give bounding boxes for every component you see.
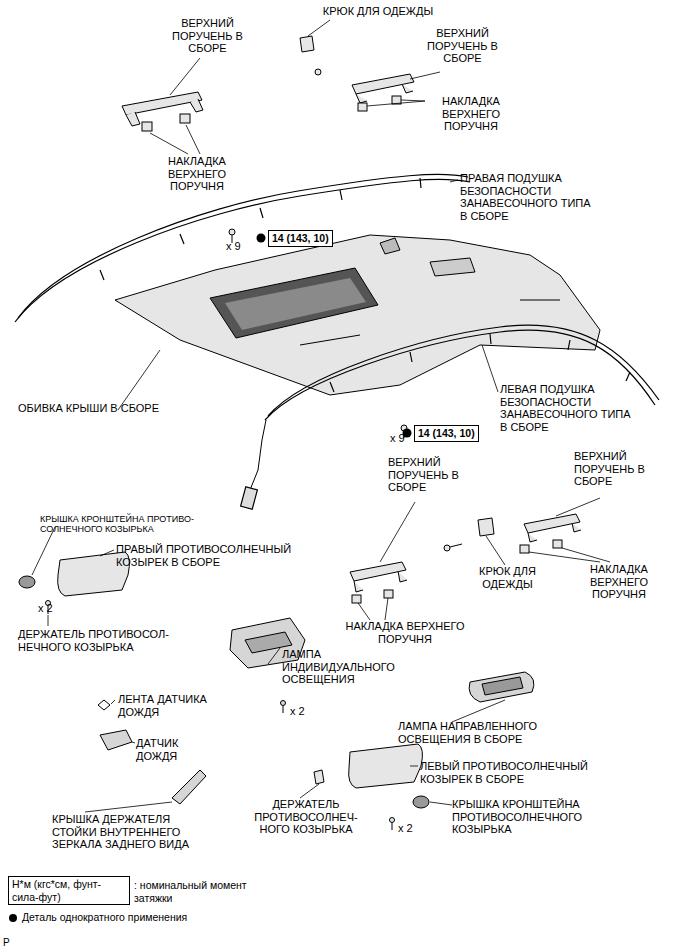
part-label: ОБИВКА КРЫШИ В СБОРЕ <box>18 402 188 415</box>
torque-box: 14 (143, 10) <box>268 230 333 247</box>
part-label: ВЕРХНИЙ ПОРУЧЕНЬ В СБОРЕ <box>574 450 669 488</box>
box-text: 14 (143, 10) <box>418 427 475 440</box>
legend-text: Деталь однократного применения <box>22 911 187 924</box>
quantity-mark: x 9 <box>390 432 405 445</box>
part-label: ВЕРХНИЙ ПОРУЧЕНЬ В СБОРЕ <box>415 27 510 65</box>
part-label: P <box>3 937 10 949</box>
quantity-mark: x 2 <box>290 705 305 718</box>
part-label: ВЕРХНИЙ ПОРУЧЕНЬ В СБОРЕ <box>160 17 255 55</box>
part-label: КРЫШКА ДЕРЖАТЕЛЯ СТОЙКИ ВНУТРЕННЕГО ЗЕРК… <box>52 813 212 851</box>
part-label: КРЫШКА КРОНШТЕЙНА ПРОТИВО- СОЛНЕЧНОГО КО… <box>40 514 220 535</box>
torque-box: 14 (143, 10) <box>414 425 479 442</box>
part-label: НАКЛАДКА ВЕРХНЕГО ПОРУЧНЯ <box>574 563 664 601</box>
part-label: НАКЛАДКА ВЕРХНЕГО ПОРУЧНЯ <box>152 155 242 193</box>
box-text: 14 (143, 10) <box>272 232 329 245</box>
part-label: КРЫШКА КРОНШТЕЙНА ПРОТИВОСОЛНЕЧНОГО КОЗЫ… <box>452 798 602 836</box>
part-label: ЛАМПА ИНДИВИДУАЛЬНОГО ОСВЕЩЕНИЯ <box>282 648 407 686</box>
part-label: ДЕРЖАТЕЛЬ ПРОТИВОСОЛ- НЕЧНОГО КОЗЫРЬКА <box>18 628 193 653</box>
part-label: ЛЕВАЯ ПОДУШКА БЕЗОПАСНОСТИ ЗАНАВЕСОЧНОГО… <box>500 383 638 434</box>
sun-visors <box>19 552 429 830</box>
legend-text: : номинальный момент затяжки <box>134 879 249 904</box>
single-use-dots <box>9 234 412 923</box>
curtain-airbags <box>15 174 659 509</box>
part-label: ЛЕВЫЙ ПРОТИВОСОЛНЕЧНЫЙ КОЗЫРЕК В СБОРЕ <box>420 760 610 785</box>
box-text: Н*м (кгс*см, фунт-сила-фут) <box>12 878 126 903</box>
quantity-mark: x 2 <box>398 822 413 835</box>
quantity-mark: x 9 <box>226 240 241 253</box>
part-label: КРЮК ДЛЯ ОДЕЖДЫ <box>470 565 545 590</box>
part-label: ДАТЧИК ДОЖДЯ <box>136 737 201 762</box>
part-label: ДЕРЖАТЕЛЬ ПРОТИВОСОЛНЕЧ- НОГО КОЗЫРЬКА <box>252 798 360 836</box>
part-label: ЛАМПА НАПРАВЛЕННОГО ОСВЕЩЕНИЯ В СБОРЕ <box>398 720 558 745</box>
part-label: ПРАВАЯ ПОДУШКА БЕЗОПАСНОСТИ ЗАНАВЕСОЧНОГ… <box>460 172 598 223</box>
headliner <box>115 235 600 395</box>
part-label: НАКЛАДКА ВЕРХНЕГО ПОРУЧНЯ <box>426 95 516 133</box>
quantity-mark: x 2 <box>38 602 53 615</box>
part-label: НАКЛАДКА ВЕРХНЕГО ПОРУЧНЯ <box>340 620 470 645</box>
part-label: ВЕРХНИЙ ПОРУЧЕНЬ В СБОРЕ <box>388 456 483 494</box>
part-label: ПРАВЫЙ ПРОТИВОСОЛНЕЧНЫЙ КОЗЫРЕК В СБОРЕ <box>116 543 306 568</box>
part-label: КРЮК ДЛЯ ОДЕЖДЫ <box>318 5 438 18</box>
part-label: ЛЕНТА ДАТЧИКА ДОЖДЯ <box>118 693 228 718</box>
legend-torque-box: Н*м (кгс*см, фунт-сила-фут) <box>8 876 130 905</box>
